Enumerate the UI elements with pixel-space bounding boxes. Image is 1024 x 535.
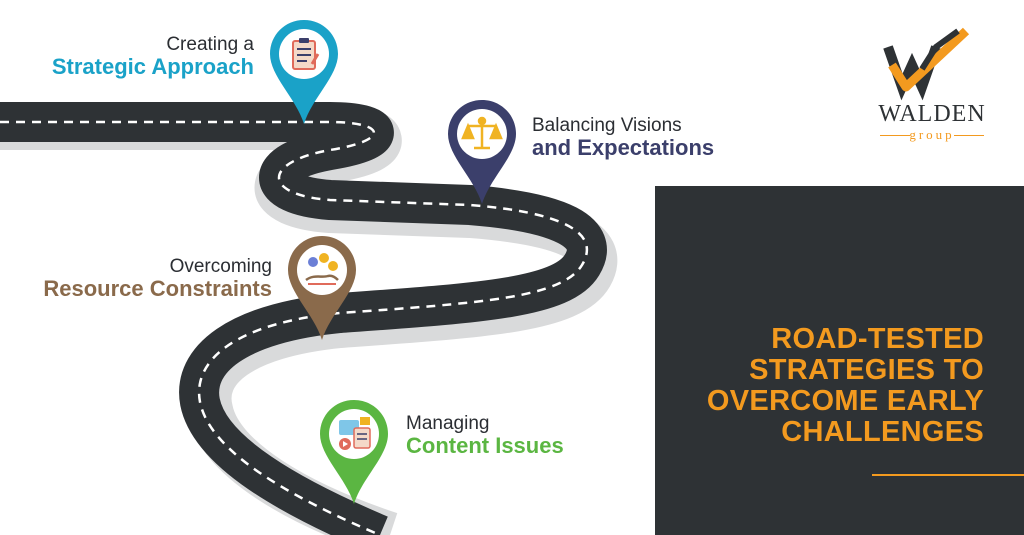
- headline: ROAD-TESTED STRATEGIES TO OVERCOME EARLY…: [654, 324, 984, 448]
- logo-divider-right: [954, 135, 984, 136]
- milestone-resource-constraints: Overcoming Resource Constraints: [10, 257, 272, 300]
- headline-panel: ROAD-TESTED STRATEGIES TO OVERCOME EARLY…: [655, 186, 1024, 535]
- milestone-line2: Resource Constraints: [43, 275, 272, 301]
- milestone-line1: Balancing Visions: [532, 115, 682, 136]
- milestone-line2: and Expectations: [532, 134, 715, 160]
- map-pin-resource-constraints: [288, 236, 356, 340]
- logo-divider-left: [880, 135, 910, 136]
- map-pin-strategic-approach: [270, 20, 338, 124]
- milestone-line2: Strategic Approach: [51, 53, 254, 79]
- milestone-line2: Content Issues: [406, 432, 564, 458]
- milestone-strategic-approach: Creating a Strategic Approach: [20, 35, 254, 78]
- checklist-clipboard-icon: [292, 38, 320, 70]
- headline-line: CHALLENGES: [781, 416, 984, 448]
- milestone-line1: Overcoming: [169, 256, 272, 277]
- milestone-content-issues: Managing Content Issues: [406, 414, 646, 457]
- road-center-line: [0, 120, 589, 535]
- balance-scale-icon: [461, 116, 503, 150]
- logo-subtitle: group: [909, 127, 955, 142]
- headline-line: ROAD-TESTED: [771, 323, 984, 355]
- map-pin-balancing-visions: [448, 100, 516, 204]
- walden-w-check-logo-icon: [883, 27, 970, 101]
- map-pin-content-issues: [320, 400, 388, 504]
- headline-line: OVERCOME EARLY: [706, 385, 984, 417]
- headline-underline: [872, 474, 1024, 476]
- milestone-line1: Creating a: [166, 34, 254, 55]
- resources-hand-icon: [305, 253, 339, 285]
- content-media-icon: [339, 417, 371, 450]
- milestone-line1: Managing: [406, 413, 490, 434]
- walden-group-logo: WALDEN group: [862, 25, 1002, 145]
- milestone-balancing-visions: Balancing Visions and Expectations: [532, 116, 772, 159]
- headline-line: STRATEGIES TO: [749, 354, 984, 386]
- logo-wordmark: WALDEN: [878, 101, 986, 127]
